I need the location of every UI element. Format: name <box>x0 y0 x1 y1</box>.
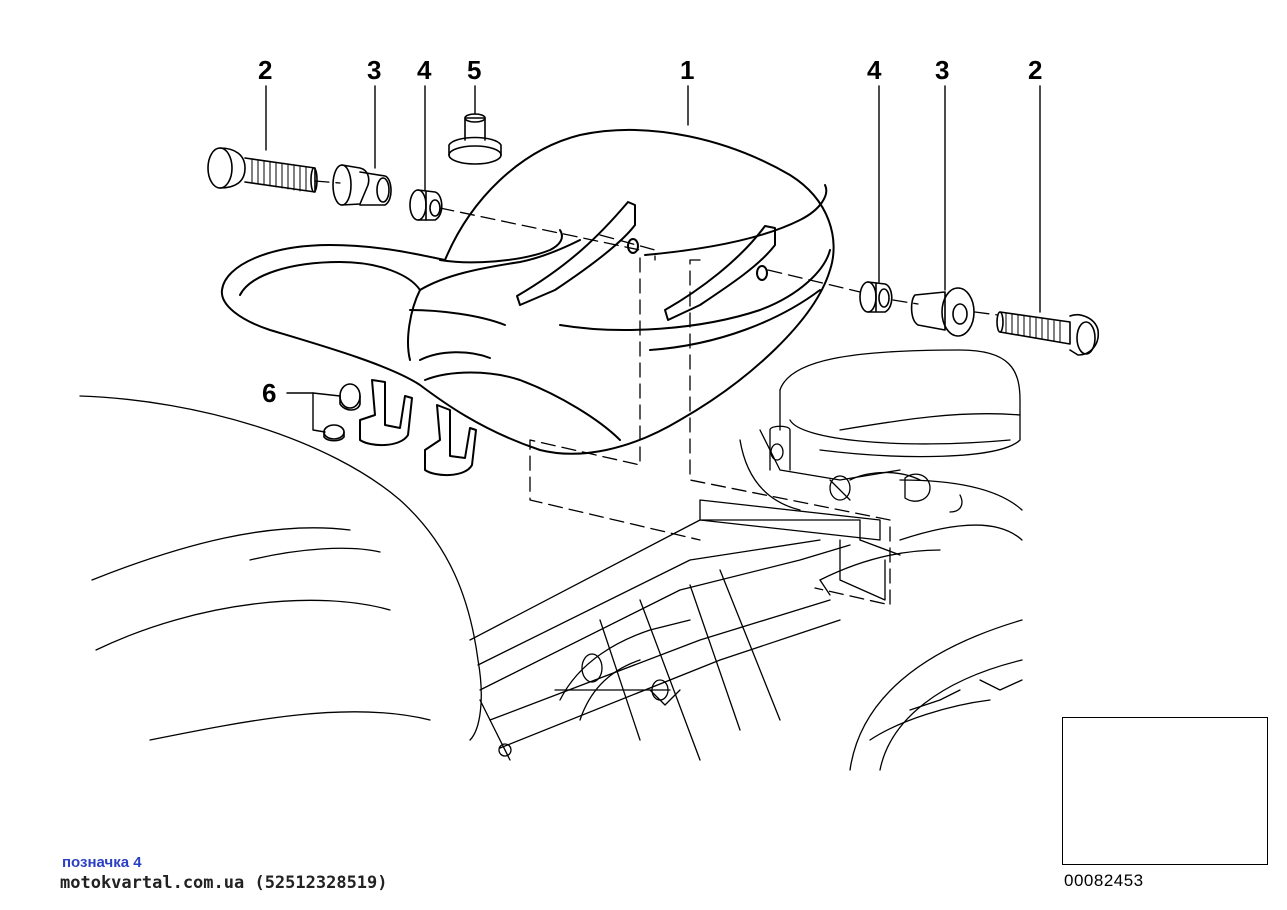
caps-6 <box>323 383 361 442</box>
callout-3-left: 3 <box>367 55 382 85</box>
note-label: позначка 4 <box>62 854 142 871</box>
rubber-buffer-5 <box>448 113 502 165</box>
grommet-right <box>859 281 893 313</box>
grommet-left <box>409 189 443 221</box>
callout-2-left: 2 <box>258 55 273 85</box>
locator-inset-frame <box>1062 717 1268 865</box>
watermark-text: motokvartal.com.ua (52512328519) <box>60 873 388 893</box>
bolt-right <box>996 311 1100 356</box>
callout-4-right: 4 <box>867 55 882 85</box>
bushing-right <box>910 287 975 337</box>
callout-leader-lines <box>265 85 1041 433</box>
callout-5: 5 <box>467 55 482 85</box>
seat-part-1 <box>220 129 835 476</box>
callout-2-right: 2 <box>1028 55 1043 85</box>
bolt-left <box>207 147 318 193</box>
assembly-guide-lines <box>314 180 999 606</box>
callout-3-right: 3 <box>935 55 950 85</box>
callout-1: 1 <box>680 55 695 85</box>
bushing-left <box>332 164 392 206</box>
diagram-id: 00082453 <box>1064 871 1144 890</box>
motorcycle-frame-background <box>79 349 1023 771</box>
callout-4-left: 4 <box>417 55 432 85</box>
callout-6: 6 <box>262 378 277 408</box>
